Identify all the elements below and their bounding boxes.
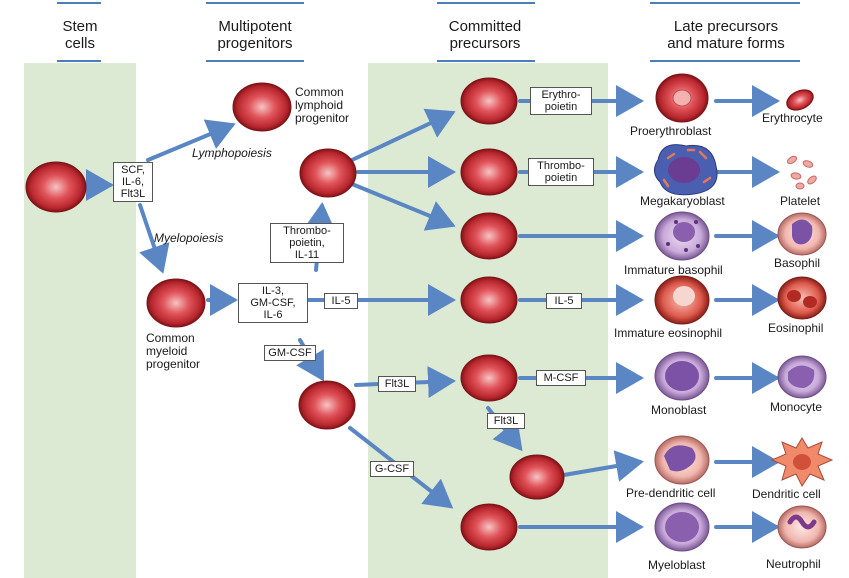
- header-bar-multipotent-top: [206, 2, 304, 4]
- label-megakaryoblast: Megakaryoblast: [640, 194, 725, 208]
- label-myeloblast: Myeloblast: [648, 558, 706, 572]
- header-bar-committed-bottom: [437, 60, 535, 62]
- label-monoblast: Monoblast: [651, 403, 707, 417]
- header-bar-stem-top: [57, 2, 101, 4]
- eosinophil-precursor-cell: [460, 276, 518, 324]
- header-committed: Committed precursors: [448, 18, 522, 52]
- header-bar-late-top: [650, 2, 800, 4]
- erythroid-precursor-cell: [460, 77, 518, 125]
- neutrophil-precursor-cell: [460, 503, 518, 551]
- header-multipotent: Multipotent progenitors: [217, 18, 293, 52]
- label-common-myeloid: Common myeloid progenitor: [146, 331, 201, 371]
- basophil-cell: [777, 212, 827, 256]
- header-bar-late-bottom: [650, 60, 800, 62]
- factor-gcsf: G-CSF: [370, 461, 414, 477]
- factor-gmcsf: GM-CSF: [264, 345, 316, 361]
- factor-il5-b: IL-5: [546, 293, 582, 309]
- myeloblast-cell: [654, 502, 710, 552]
- label-myelopoiesis: Myelopoiesis: [154, 231, 224, 245]
- stem-cell: [25, 161, 87, 213]
- factor-thrombopoietin: Thrombo- poietin: [528, 158, 594, 186]
- factor-il5-a: IL-5: [324, 293, 358, 309]
- megakaryocyte-precursor-cell: [460, 148, 518, 196]
- factor-mcsf: M-CSF: [536, 370, 586, 386]
- factor-flt3l-b: Flt3L: [487, 413, 525, 429]
- neutrophil-cell: [777, 505, 827, 549]
- dendritic-cell-shape: [770, 437, 834, 487]
- common-myeloid-progenitor-cell: [146, 278, 206, 328]
- label-erythrocyte: Erythrocyte: [762, 111, 823, 125]
- header-bar-multipotent-bottom: [206, 60, 304, 62]
- factor-flt3l-a: Flt3L: [378, 376, 416, 392]
- header-bar-committed-top: [437, 2, 535, 4]
- common-lymphoid-progenitor-cell: [232, 82, 292, 132]
- dendritic-precursor-cell: [509, 454, 565, 500]
- label-neutrophil: Neutrophil: [766, 557, 821, 571]
- megakaryoblast-cell: [654, 144, 718, 196]
- gm-progenitor-cell: [298, 380, 356, 430]
- monocyte-precursor-cell: [460, 354, 518, 402]
- monocyte-cell: [777, 355, 827, 399]
- label-platelet: Platelet: [780, 194, 821, 208]
- basophil-precursor-cell: [460, 212, 518, 260]
- label-immature-basophil: Immature basophil: [624, 263, 723, 277]
- header-stem-cells: Stem cells: [62, 18, 98, 52]
- factor-il3-gmcsf-il6: IL-3, GM-CSF, IL-6: [238, 283, 308, 323]
- label-eosinophil: Eosinophil: [768, 321, 824, 335]
- pre-dendritic-cell: [654, 435, 710, 485]
- multipotent-cell: [299, 148, 357, 198]
- platelet-cell: [786, 155, 817, 190]
- stem-cell-panel: [24, 63, 136, 578]
- label-immature-eosinophil: Immature eosinophil: [614, 326, 723, 340]
- label-lymphopoiesis: Lymphopoiesis: [192, 146, 272, 160]
- monoblast-cell: [654, 351, 710, 401]
- factor-thrombopoietin-il11: Thrombo- poietin, IL-11: [270, 223, 344, 263]
- label-dendritic: Dendritic cell: [752, 487, 821, 501]
- erythrocyte-cell: [786, 89, 814, 111]
- immature-eosinophil-cell: [654, 275, 710, 325]
- label-monocyte: Monocyte: [770, 400, 823, 414]
- label-basophil: Basophil: [774, 256, 821, 270]
- header-bar-stem-bottom: [57, 60, 101, 62]
- proerythroblast-cell: [655, 73, 709, 123]
- label-proerythroblast: Proerythroblast: [630, 124, 712, 138]
- label-pre-dendritic: Pre-dendritic cell: [626, 486, 716, 500]
- label-common-lymphoid: Common lymphoid progenitor: [295, 85, 350, 125]
- factor-scf: SCF, IL-6, Flt3L: [113, 162, 153, 202]
- factor-erythropoietin: Erythro- poietin: [530, 87, 592, 115]
- eosinophil-cell: [777, 276, 827, 320]
- immature-basophil-cell: [654, 211, 710, 261]
- header-late: Late precursors and mature forms: [667, 18, 785, 52]
